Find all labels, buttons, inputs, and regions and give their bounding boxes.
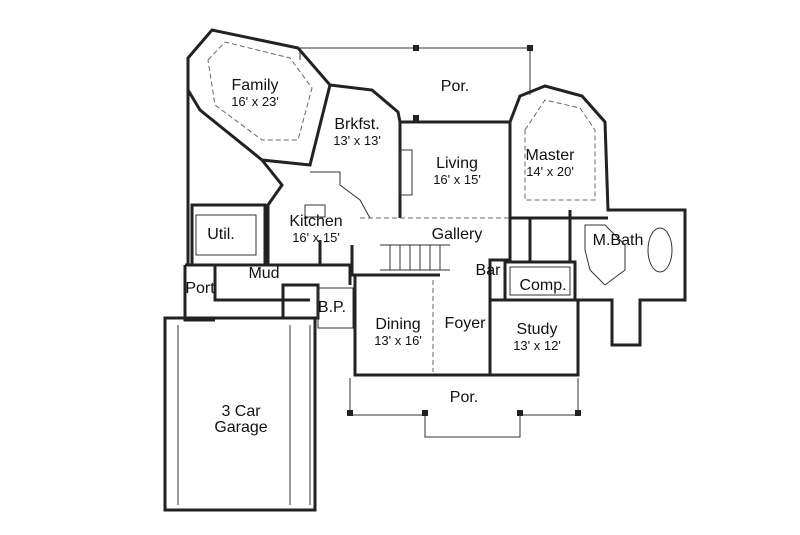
room-name: 3 Car bbox=[221, 403, 261, 420]
room-util: Util. bbox=[207, 227, 235, 243]
room-comp: Comp. bbox=[519, 278, 566, 294]
room-brkfst: Brkfst.13' x 13' bbox=[333, 117, 381, 149]
room-name: Study bbox=[516, 321, 558, 338]
room-name: Kitchen bbox=[289, 213, 343, 230]
room-name: Foyer bbox=[444, 315, 486, 332]
room-size: 16' x 15' bbox=[292, 230, 340, 245]
room-size: 16' x 23' bbox=[231, 94, 279, 109]
room-porch-rear: Por. bbox=[441, 79, 469, 95]
room-name: Dining bbox=[375, 316, 421, 333]
room-name: Por. bbox=[440, 78, 470, 95]
room-name: Gallery bbox=[431, 226, 483, 243]
room-name: Por. bbox=[449, 389, 479, 406]
room-size: 14' x 20' bbox=[526, 164, 574, 179]
room-size: 16' x 15' bbox=[433, 172, 481, 187]
room-porch-front: Por. bbox=[450, 390, 478, 406]
room-name: Brkfst. bbox=[334, 116, 380, 133]
room-name: M.Bath bbox=[592, 232, 644, 249]
room-name: Port bbox=[185, 280, 215, 297]
room-name: Util. bbox=[207, 226, 235, 243]
room-size: 13' x 16' bbox=[374, 333, 422, 348]
room-name: Bar bbox=[475, 262, 501, 279]
room-name: Master bbox=[525, 147, 575, 164]
room-bp: B.P. bbox=[318, 300, 346, 316]
room-name: Mud bbox=[248, 265, 280, 282]
room-foyer: Foyer bbox=[445, 316, 486, 332]
room-gallery: Gallery bbox=[432, 227, 483, 243]
room-name: B.P. bbox=[317, 299, 347, 316]
room-size: 13' x 13' bbox=[333, 133, 381, 148]
room-name: Living bbox=[436, 155, 478, 172]
room-name: Comp. bbox=[519, 277, 567, 294]
room-bar: Bar bbox=[476, 263, 501, 279]
room-port: Port bbox=[185, 281, 214, 297]
room-name-2: Garage bbox=[214, 419, 268, 436]
room-name: Family bbox=[231, 77, 279, 94]
room-mud: Mud bbox=[248, 266, 279, 282]
room-size: 13' x 12' bbox=[513, 338, 561, 353]
room-mbath: M.Bath bbox=[593, 233, 644, 249]
